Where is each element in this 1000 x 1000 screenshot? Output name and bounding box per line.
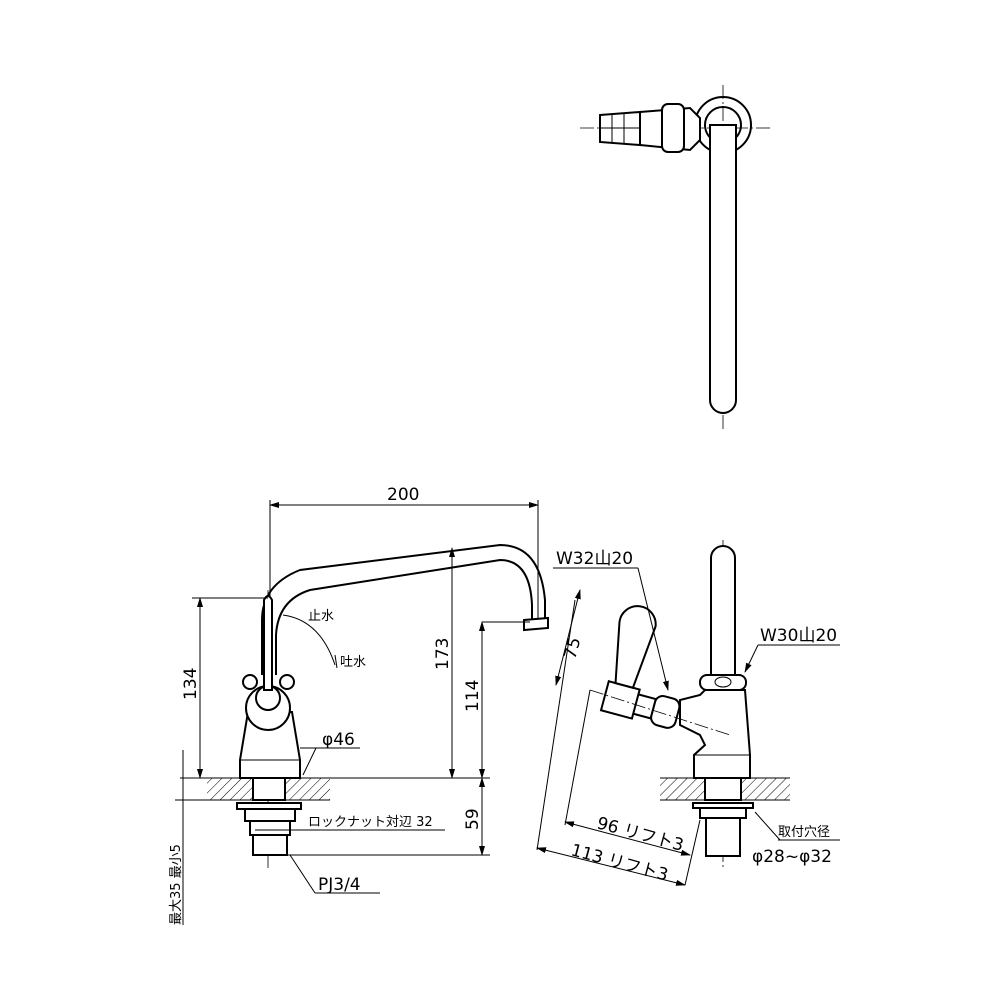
top-view [580, 85, 770, 430]
label-discharge: 吐水 [340, 655, 366, 670]
label-mount-hole-range: φ28~φ32 [752, 847, 832, 867]
dim-handle-length: 75 [561, 635, 586, 661]
dim-outlet-height: 114 [463, 680, 483, 712]
label-locknut: ロックナット対辺 32 [308, 815, 433, 830]
dim-base-diameter: φ46 [322, 730, 355, 750]
label-handle-thread: W32山20 [556, 549, 633, 569]
front-view: 止水 吐水 200 134 173 114 59 φ46 ロックナット対辺 32 [169, 485, 549, 925]
dim-counter-thickness: 最大35 最小5 [169, 844, 184, 925]
label-spout-thread: W30山20 [760, 626, 837, 646]
label-stop: 止水 [308, 609, 334, 624]
dim-handle-height: 134 [181, 668, 201, 700]
side-view: W32山20 W30山20 75 96 リフト3 113 リフト3 取付穴径 φ… [536, 540, 840, 886]
dim-below-counter: 59 [463, 808, 483, 830]
dim-total-height: 173 [433, 638, 453, 670]
label-mount-hole: 取付穴径 [778, 825, 830, 840]
label-pipe-thread: PJ3/4 [318, 875, 361, 895]
dim-spout-reach: 200 [387, 485, 419, 505]
